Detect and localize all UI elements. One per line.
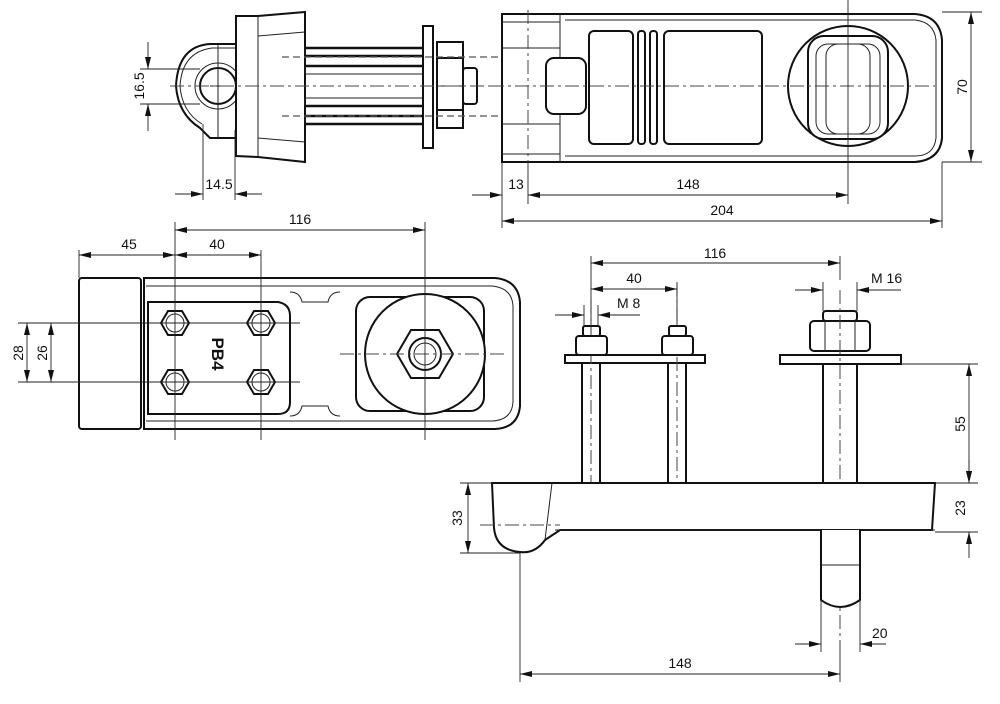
dim-small-thread: M 8 <box>617 295 641 311</box>
dim-pin-center: 148 <box>668 655 692 671</box>
dim-bolt-spacing-x: 40 <box>209 236 225 252</box>
dim-height: 70 <box>954 79 970 95</box>
front-section-view: 116 40 M 8 M 16 55 23 33 20 148 <box>449 245 978 682</box>
dim-bolt-spacing-y: 26 <box>34 345 50 361</box>
dim-pin-diameter: 20 <box>872 625 888 641</box>
dim-large-thread: M 16 <box>871 270 902 286</box>
side-end-view: 16.5 14.5 <box>131 10 498 200</box>
dim-center-distance: 148 <box>676 176 700 192</box>
bottom-view: PB4 116 45 40 28 26 <box>10 211 521 440</box>
part-marking: PB4 <box>208 337 227 371</box>
dim-outer-spacing-y: 28 <box>10 345 26 361</box>
dim-end-height: 33 <box>449 510 465 526</box>
dim-fv-overall-center: 116 <box>704 245 727 261</box>
dim-offset-left: 13 <box>508 176 524 192</box>
top-view: 13 148 204 70 <box>472 0 982 228</box>
dim-hole-offset: 14.5 <box>205 176 232 192</box>
dim-fv-bolt-spacing: 40 <box>626 270 642 286</box>
dim-bolt-length: 55 <box>952 416 968 432</box>
dim-overall-length: 204 <box>710 202 734 218</box>
dim-flange: 45 <box>121 236 137 252</box>
dim-body-height: 23 <box>952 500 968 516</box>
dim-bv-overall-center: 116 <box>289 211 312 227</box>
dim-hole-height: 16.5 <box>131 72 147 99</box>
